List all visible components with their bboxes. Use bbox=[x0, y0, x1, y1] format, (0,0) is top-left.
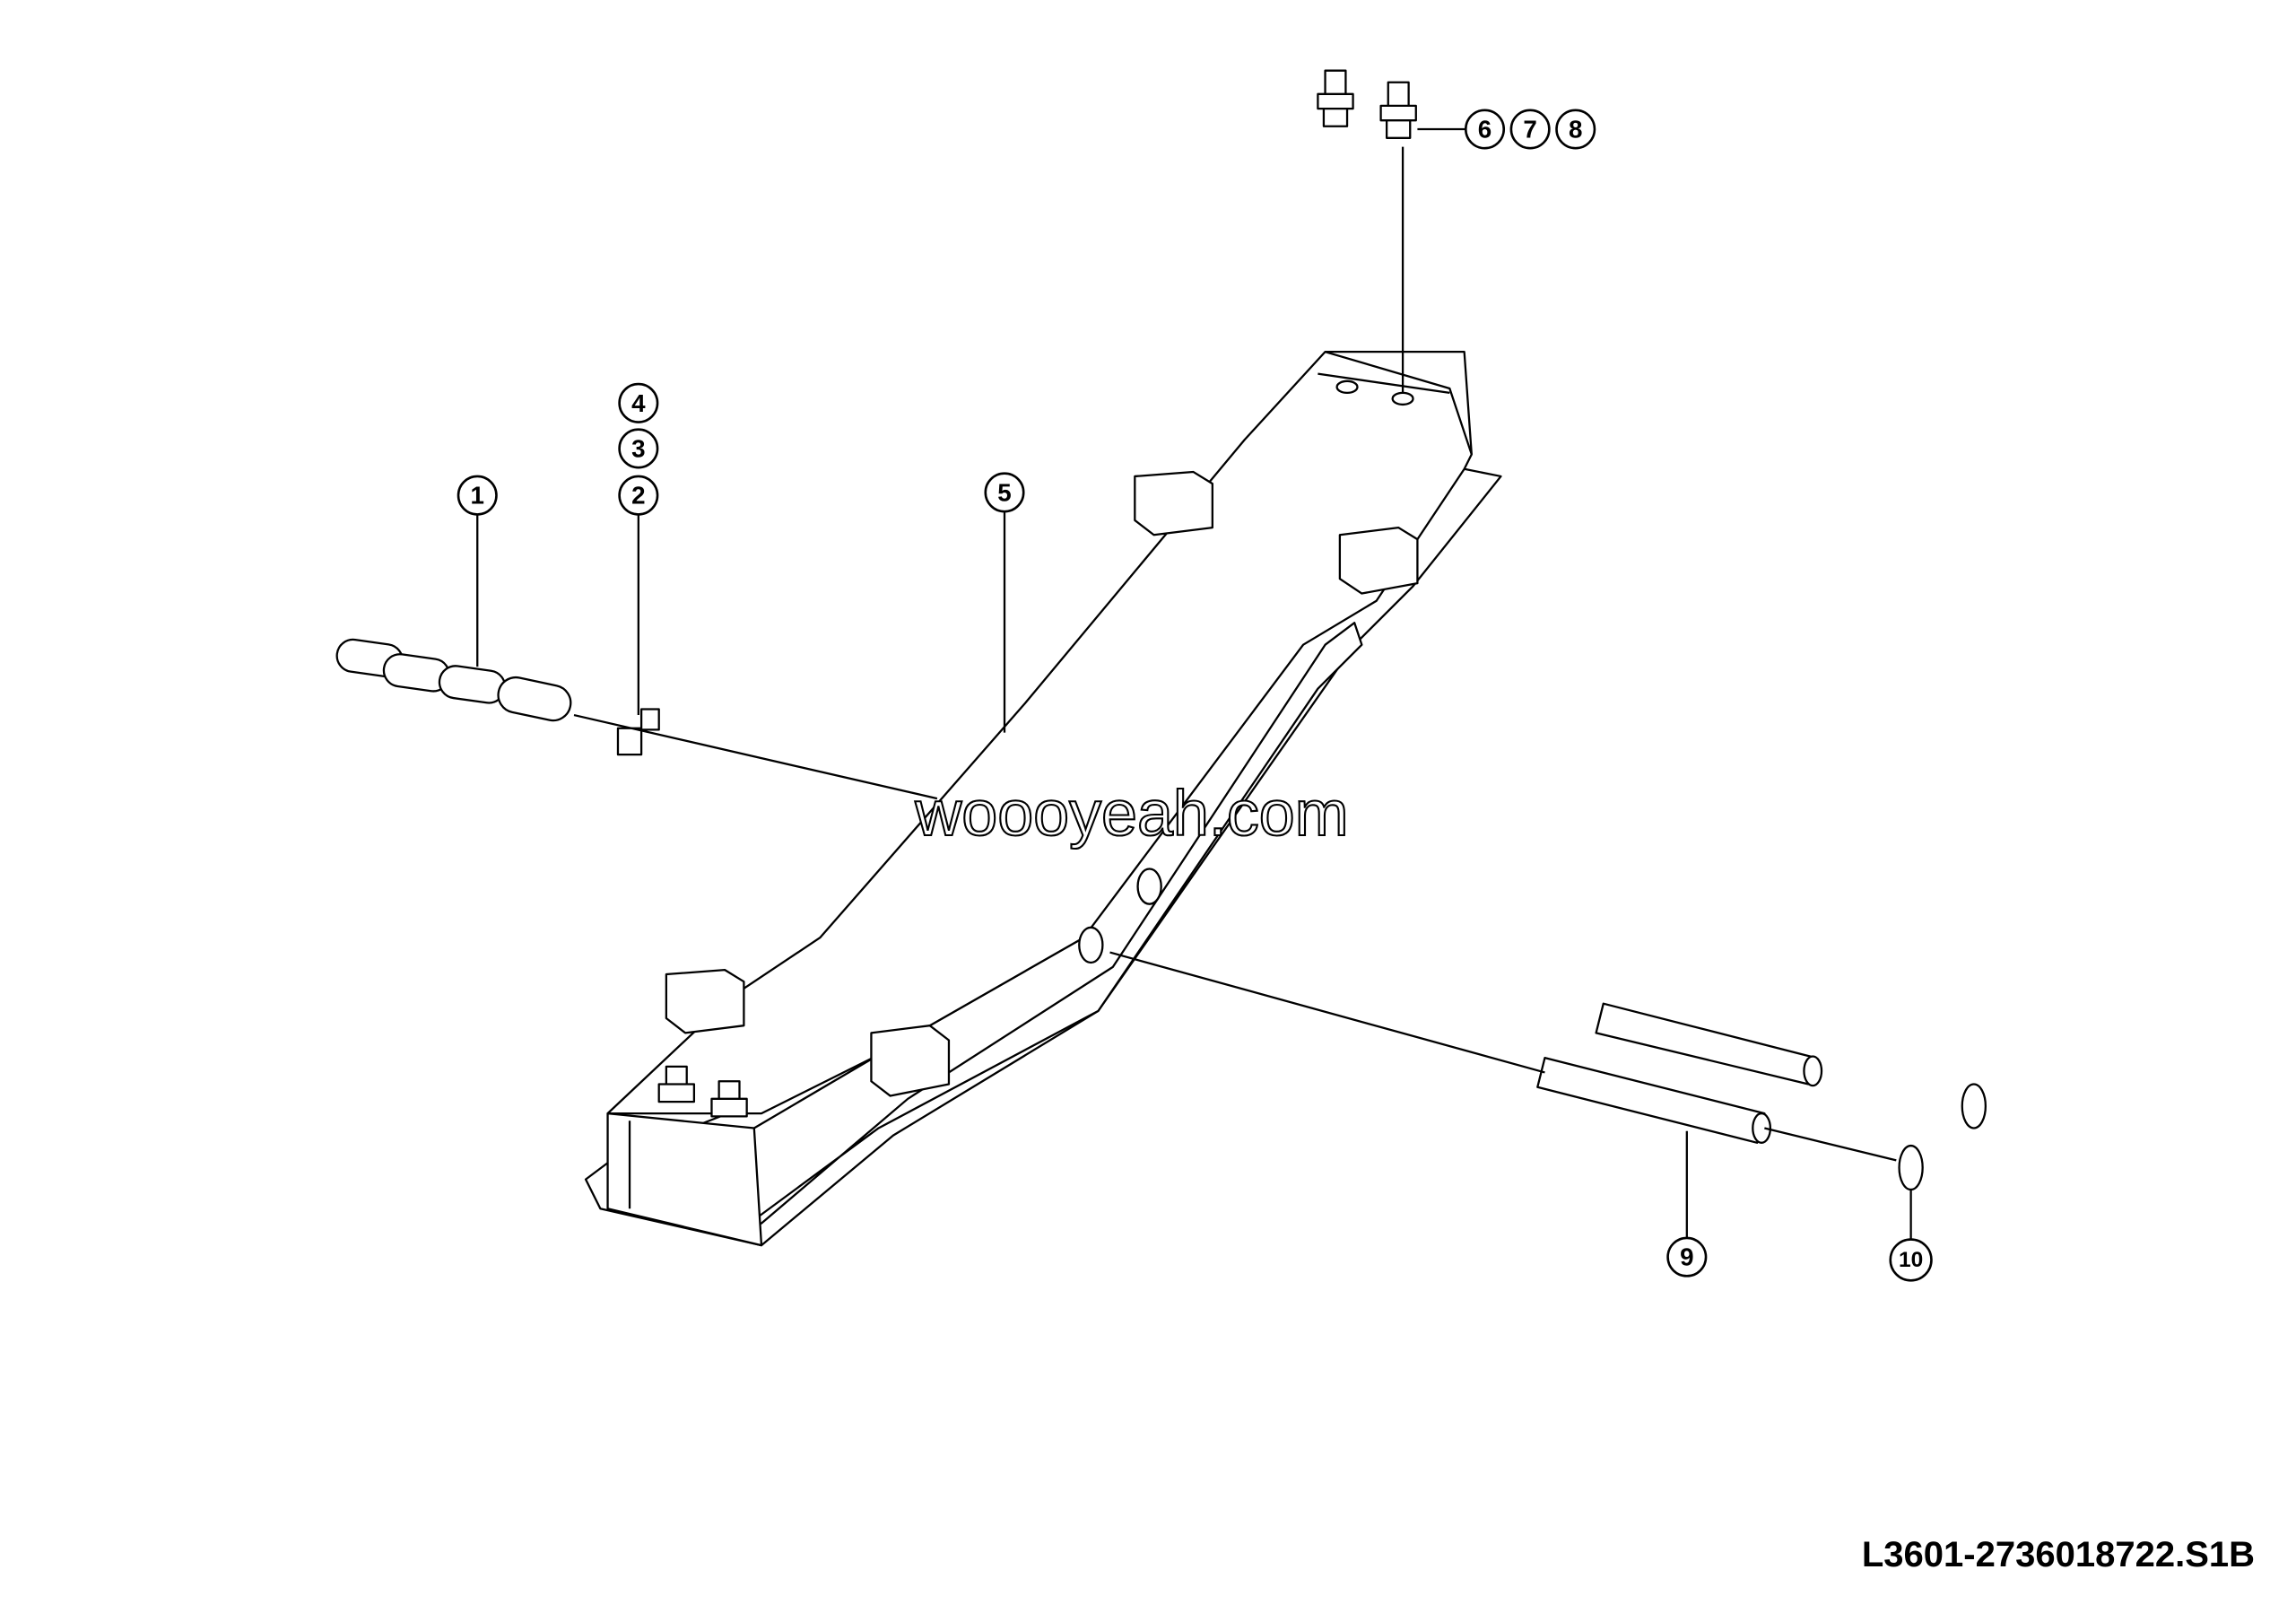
svg-text:3: 3 bbox=[631, 434, 645, 462]
drawing-code: L3601-2736018722.S1B bbox=[1861, 1535, 2255, 1574]
svg-text:6: 6 bbox=[1478, 116, 1492, 144]
callout-6: 6 bbox=[1464, 109, 1506, 150]
callout-5: 5 bbox=[984, 472, 1025, 513]
rubber-pads bbox=[665, 470, 1419, 1097]
callout-10: 10 bbox=[1889, 1238, 1933, 1282]
watermark: woooyeah.com bbox=[914, 778, 1348, 850]
svg-text:8: 8 bbox=[1569, 116, 1582, 144]
callout-3: 3 bbox=[618, 428, 659, 469]
callout-9: 9 bbox=[1666, 1236, 1708, 1278]
svg-text:10: 10 bbox=[1899, 1248, 1923, 1272]
svg-text:9: 9 bbox=[1680, 1243, 1693, 1271]
svg-text:2: 2 bbox=[631, 482, 645, 510]
callout-7: 7 bbox=[1509, 109, 1551, 150]
callout-2: 2 bbox=[618, 475, 659, 516]
svg-text:4: 4 bbox=[631, 389, 646, 417]
svg-text:1: 1 bbox=[471, 482, 484, 510]
svg-text:7: 7 bbox=[1523, 116, 1536, 144]
callout-8: 8 bbox=[1555, 109, 1596, 150]
leader-lines bbox=[476, 127, 1912, 1242]
callout-1: 1 bbox=[457, 475, 498, 516]
chain bbox=[335, 638, 572, 722]
bolts bbox=[616, 69, 1417, 1118]
pins-and-clips bbox=[1536, 1002, 1987, 1191]
svg-text:5: 5 bbox=[997, 478, 1011, 506]
callout-4: 4 bbox=[618, 382, 659, 423]
